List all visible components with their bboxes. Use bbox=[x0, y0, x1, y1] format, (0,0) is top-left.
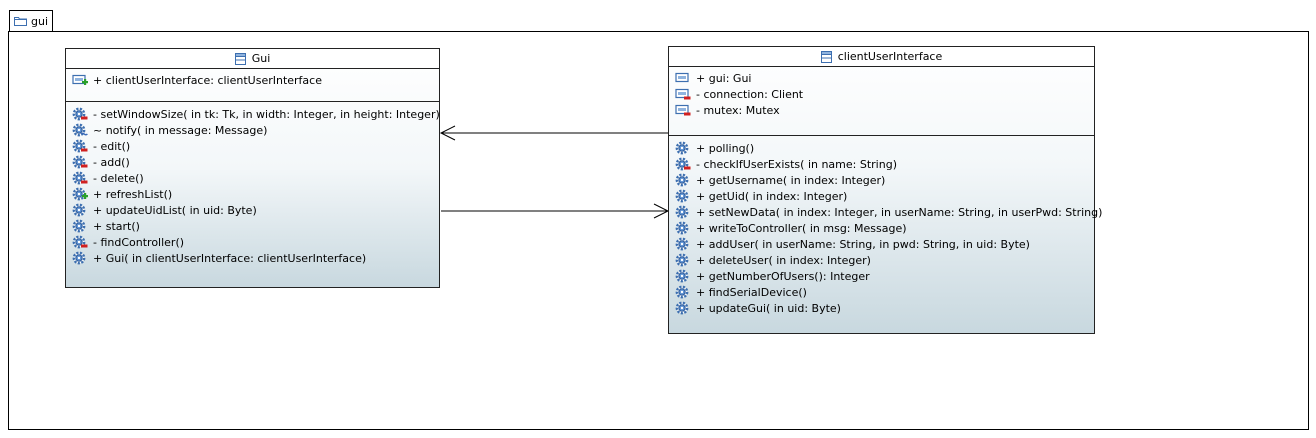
folder-icon bbox=[14, 17, 27, 26]
operation-label: + Gui( in clientUserInterface: clientUse… bbox=[93, 251, 367, 265]
operation-row[interactable]: + findSerialDevice() bbox=[669, 284, 1094, 300]
operation-row[interactable]: + start() bbox=[66, 218, 439, 234]
private-operation-icon bbox=[72, 107, 88, 121]
attributes-compartment: + clientUserInterface: clientUserInterfa… bbox=[66, 69, 439, 102]
class-name: Gui bbox=[251, 52, 271, 65]
operation-icon bbox=[675, 269, 691, 283]
operation-row[interactable]: + refreshList() bbox=[66, 186, 439, 202]
package-name: gui bbox=[31, 14, 49, 28]
operation-icon bbox=[675, 141, 691, 155]
class-header: Gui bbox=[66, 49, 439, 69]
private-operation-icon bbox=[72, 155, 88, 169]
operation-row[interactable]: - add() bbox=[66, 154, 439, 170]
operation-row[interactable]: + updateGui( in uid: Byte) bbox=[669, 300, 1094, 316]
operation-row[interactable]: - delete() bbox=[66, 170, 439, 186]
attribute-row[interactable]: + clientUserInterface: clientUserInterfa… bbox=[66, 72, 439, 88]
operation-icon bbox=[675, 253, 691, 267]
private-operation-icon bbox=[72, 235, 88, 249]
operation-row[interactable]: + getUsername( in index: Integer) bbox=[669, 172, 1094, 188]
operation-icon bbox=[675, 285, 691, 299]
operation-row[interactable]: + addUser( in userName: String, in pwd: … bbox=[669, 236, 1094, 252]
operation-label: + polling() bbox=[696, 141, 755, 155]
operation-icon bbox=[72, 203, 88, 217]
public-operation-icon bbox=[72, 187, 88, 201]
operation-label: - setWindowSize( in tk: Tk, in width: In… bbox=[93, 107, 440, 121]
operation-label: + start() bbox=[93, 219, 140, 233]
operation-label: - add() bbox=[93, 155, 130, 169]
attribute-label: - mutex: Mutex bbox=[696, 103, 780, 117]
operation-icon bbox=[72, 251, 88, 265]
class-icon bbox=[235, 53, 246, 65]
operation-icon bbox=[675, 221, 691, 235]
attribute-icon bbox=[675, 71, 691, 85]
operation-label: + updateUidList( in uid: Byte) bbox=[93, 203, 257, 217]
operation-icon bbox=[675, 189, 691, 203]
operations-compartment: - setWindowSize( in tk: Tk, in width: In… bbox=[66, 102, 440, 269]
operation-label: + findSerialDevice() bbox=[696, 285, 807, 299]
attribute-label: - connection: Client bbox=[696, 87, 804, 101]
operation-row[interactable]: + getUid( in index: Integer) bbox=[669, 188, 1094, 204]
operation-row[interactable]: + writeToController( in msg: Message) bbox=[669, 220, 1094, 236]
operation-icon bbox=[72, 219, 88, 233]
attribute-label: + gui: Gui bbox=[696, 71, 752, 85]
attribute-row[interactable]: + gui: Gui bbox=[669, 70, 1094, 86]
operation-row[interactable]: + deleteUser( in index: Integer) bbox=[669, 252, 1094, 268]
operation-icon bbox=[675, 237, 691, 251]
operation-row[interactable]: + updateUidList( in uid: Byte) bbox=[66, 202, 439, 218]
private-operation-icon bbox=[72, 171, 88, 185]
attribute-label: + clientUserInterface: clientUserInterfa… bbox=[93, 73, 322, 87]
package-operation-icon bbox=[72, 123, 88, 137]
public-attribute-icon bbox=[72, 73, 88, 87]
operation-label: + refreshList() bbox=[93, 187, 173, 201]
association-to-client-user-interface[interactable] bbox=[441, 203, 670, 219]
operation-row[interactable]: + getNumberOfUsers(): Integer bbox=[669, 268, 1094, 284]
attributes-compartment: + gui: Gui - connection: Client - mutex: M… bbox=[669, 67, 1094, 136]
class-icon bbox=[821, 51, 832, 63]
operation-row[interactable]: ~ notify( in message: Message) bbox=[66, 122, 439, 138]
operation-row[interactable]: - setWindowSize( in tk: Tk, in width: In… bbox=[66, 106, 440, 122]
operation-label: + deleteUser( in index: Integer) bbox=[696, 253, 871, 267]
private-attribute-icon bbox=[675, 103, 691, 117]
operation-row[interactable]: + polling() bbox=[669, 140, 1094, 156]
operation-row[interactable]: - findController() bbox=[66, 234, 439, 250]
operation-icon bbox=[675, 173, 691, 187]
operation-icon bbox=[675, 301, 691, 315]
arrowhead-left bbox=[439, 125, 456, 141]
operation-label: + getNumberOfUsers(): Integer bbox=[696, 269, 870, 283]
operation-row[interactable]: - edit() bbox=[66, 138, 439, 154]
private-operation-icon bbox=[72, 139, 88, 153]
operation-label: + setNewData( in index: Integer, in user… bbox=[696, 205, 1103, 219]
attribute-row[interactable]: - mutex: Mutex bbox=[669, 102, 1094, 118]
attribute-row[interactable]: - connection: Client bbox=[669, 86, 1094, 102]
operation-icon bbox=[675, 205, 691, 219]
class-client-user-interface[interactable]: clientUserInterface + gui: Gui - connecti… bbox=[668, 46, 1102, 334]
class-header: clientUserInterface bbox=[669, 47, 1094, 67]
operation-label: + getUid( in index: Integer) bbox=[696, 189, 848, 203]
association-to-gui[interactable] bbox=[439, 125, 668, 141]
private-operation-icon bbox=[675, 157, 691, 171]
operation-label: ~ notify( in message: Message) bbox=[93, 123, 268, 137]
operation-label: + updateGui( in uid: Byte) bbox=[696, 301, 841, 315]
operation-label: + addUser( in userName: String, in pwd: … bbox=[696, 237, 1030, 251]
operations-compartment: + polling() - checkIfUserExists( in name:… bbox=[669, 136, 1102, 319]
operation-label: - delete() bbox=[93, 171, 144, 185]
operation-row[interactable]: + setNewData( in index: Integer, in user… bbox=[669, 204, 1102, 220]
operation-label: + writeToController( in msg: Message) bbox=[696, 221, 907, 235]
operation-row[interactable]: - checkIfUserExists( in name: String) bbox=[669, 156, 1094, 172]
operation-label: - findController() bbox=[93, 235, 185, 249]
operation-label: - edit() bbox=[93, 139, 131, 153]
class-name: clientUserInterface bbox=[837, 50, 943, 63]
class-gui[interactable]: Gui + clientUserInterface: clientUserInt… bbox=[65, 48, 440, 288]
operation-label: + getUsername( in index: Integer) bbox=[696, 173, 886, 187]
private-attribute-icon bbox=[675, 87, 691, 101]
operation-label: - checkIfUserExists( in name: String) bbox=[696, 157, 897, 171]
package-tab[interactable]: gui bbox=[9, 10, 53, 31]
operation-row[interactable]: + Gui( in clientUserInterface: clientUse… bbox=[66, 250, 439, 266]
